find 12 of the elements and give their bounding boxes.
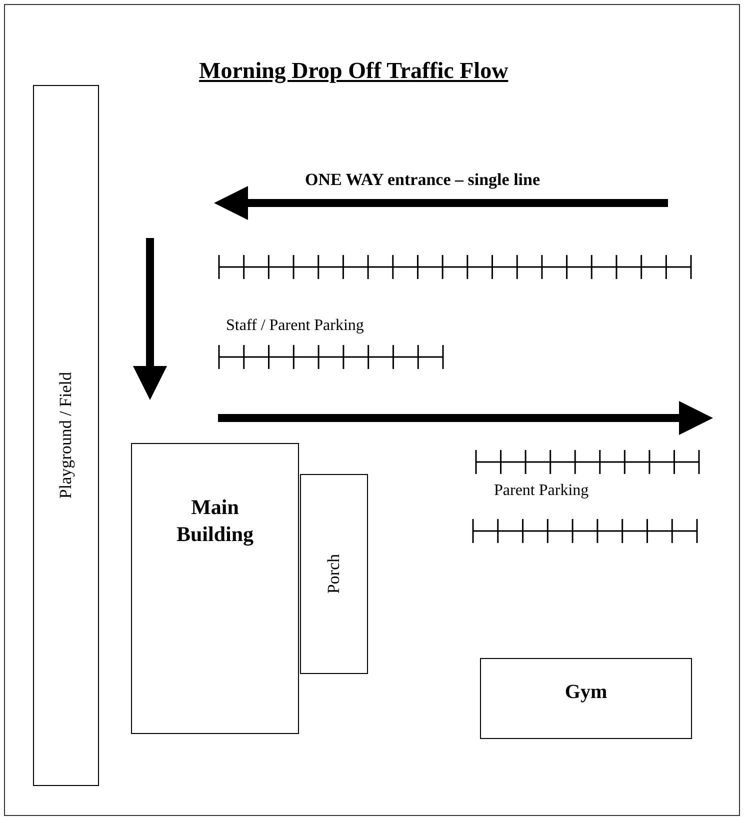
playground-area bbox=[33, 85, 99, 786]
porch-outline bbox=[300, 474, 368, 674]
area-name: Porch bbox=[324, 554, 344, 594]
diagram-title: Morning Drop Off Traffic Flow bbox=[199, 58, 508, 84]
building-outline bbox=[131, 443, 299, 734]
area-name: Main Building bbox=[175, 494, 255, 548]
area-name: Playground / Field bbox=[56, 372, 76, 499]
area-name: Gym bbox=[564, 680, 608, 705]
parking-label: Parent Parking bbox=[494, 482, 589, 500]
parking-label: Staff / Parent Parking bbox=[226, 317, 364, 335]
gym-outline bbox=[480, 658, 692, 739]
road-label: ONE WAY entrance – single line bbox=[305, 170, 540, 190]
